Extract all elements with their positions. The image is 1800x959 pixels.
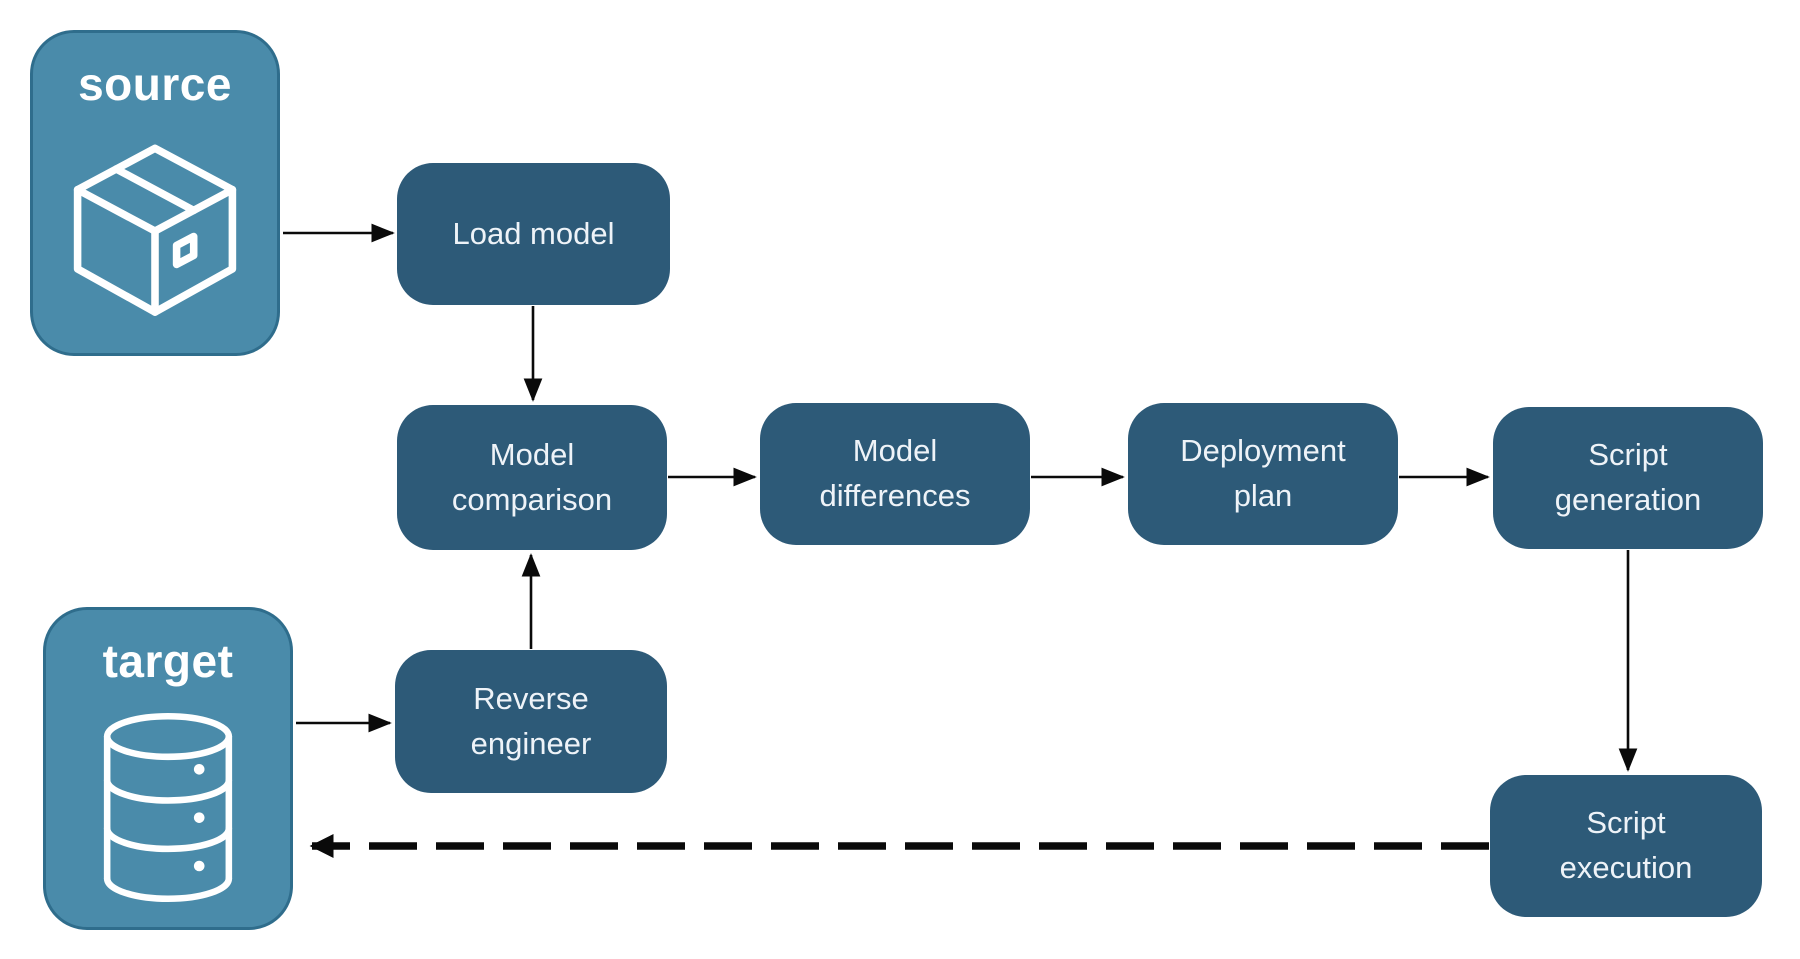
node-script-generation-label: Script generation: [1554, 437, 1702, 517]
node-load-model-label: Load model: [452, 215, 615, 251]
package-icon: [33, 111, 277, 353]
node-reverse-engineer-label: Reverse engineer: [470, 680, 592, 761]
node-deployment-plan-label: Deployment plan: [1180, 433, 1346, 513]
node-script-execution-label: Script execution: [1559, 805, 1693, 885]
node-script-generation: Script generation: [1493, 407, 1763, 549]
source-label: source: [78, 58, 232, 110]
node-deployment-plan: Deployment plan: [1128, 403, 1398, 545]
node-model-comparison-label: Model comparison: [451, 436, 613, 517]
node-reverse-engineer: Reverse engineer: [395, 650, 667, 793]
node-load-model: Load model: [397, 163, 670, 305]
database-icon: [46, 688, 290, 927]
source-container: source: [30, 30, 280, 356]
node-model-differences-label: Model differences: [819, 433, 971, 513]
node-model-differences: Model differences: [760, 403, 1030, 545]
target-label: target: [102, 635, 234, 687]
target-container: target: [43, 607, 293, 930]
node-model-comparison: Model comparison: [397, 405, 667, 550]
node-script-execution: Script execution: [1490, 775, 1762, 917]
